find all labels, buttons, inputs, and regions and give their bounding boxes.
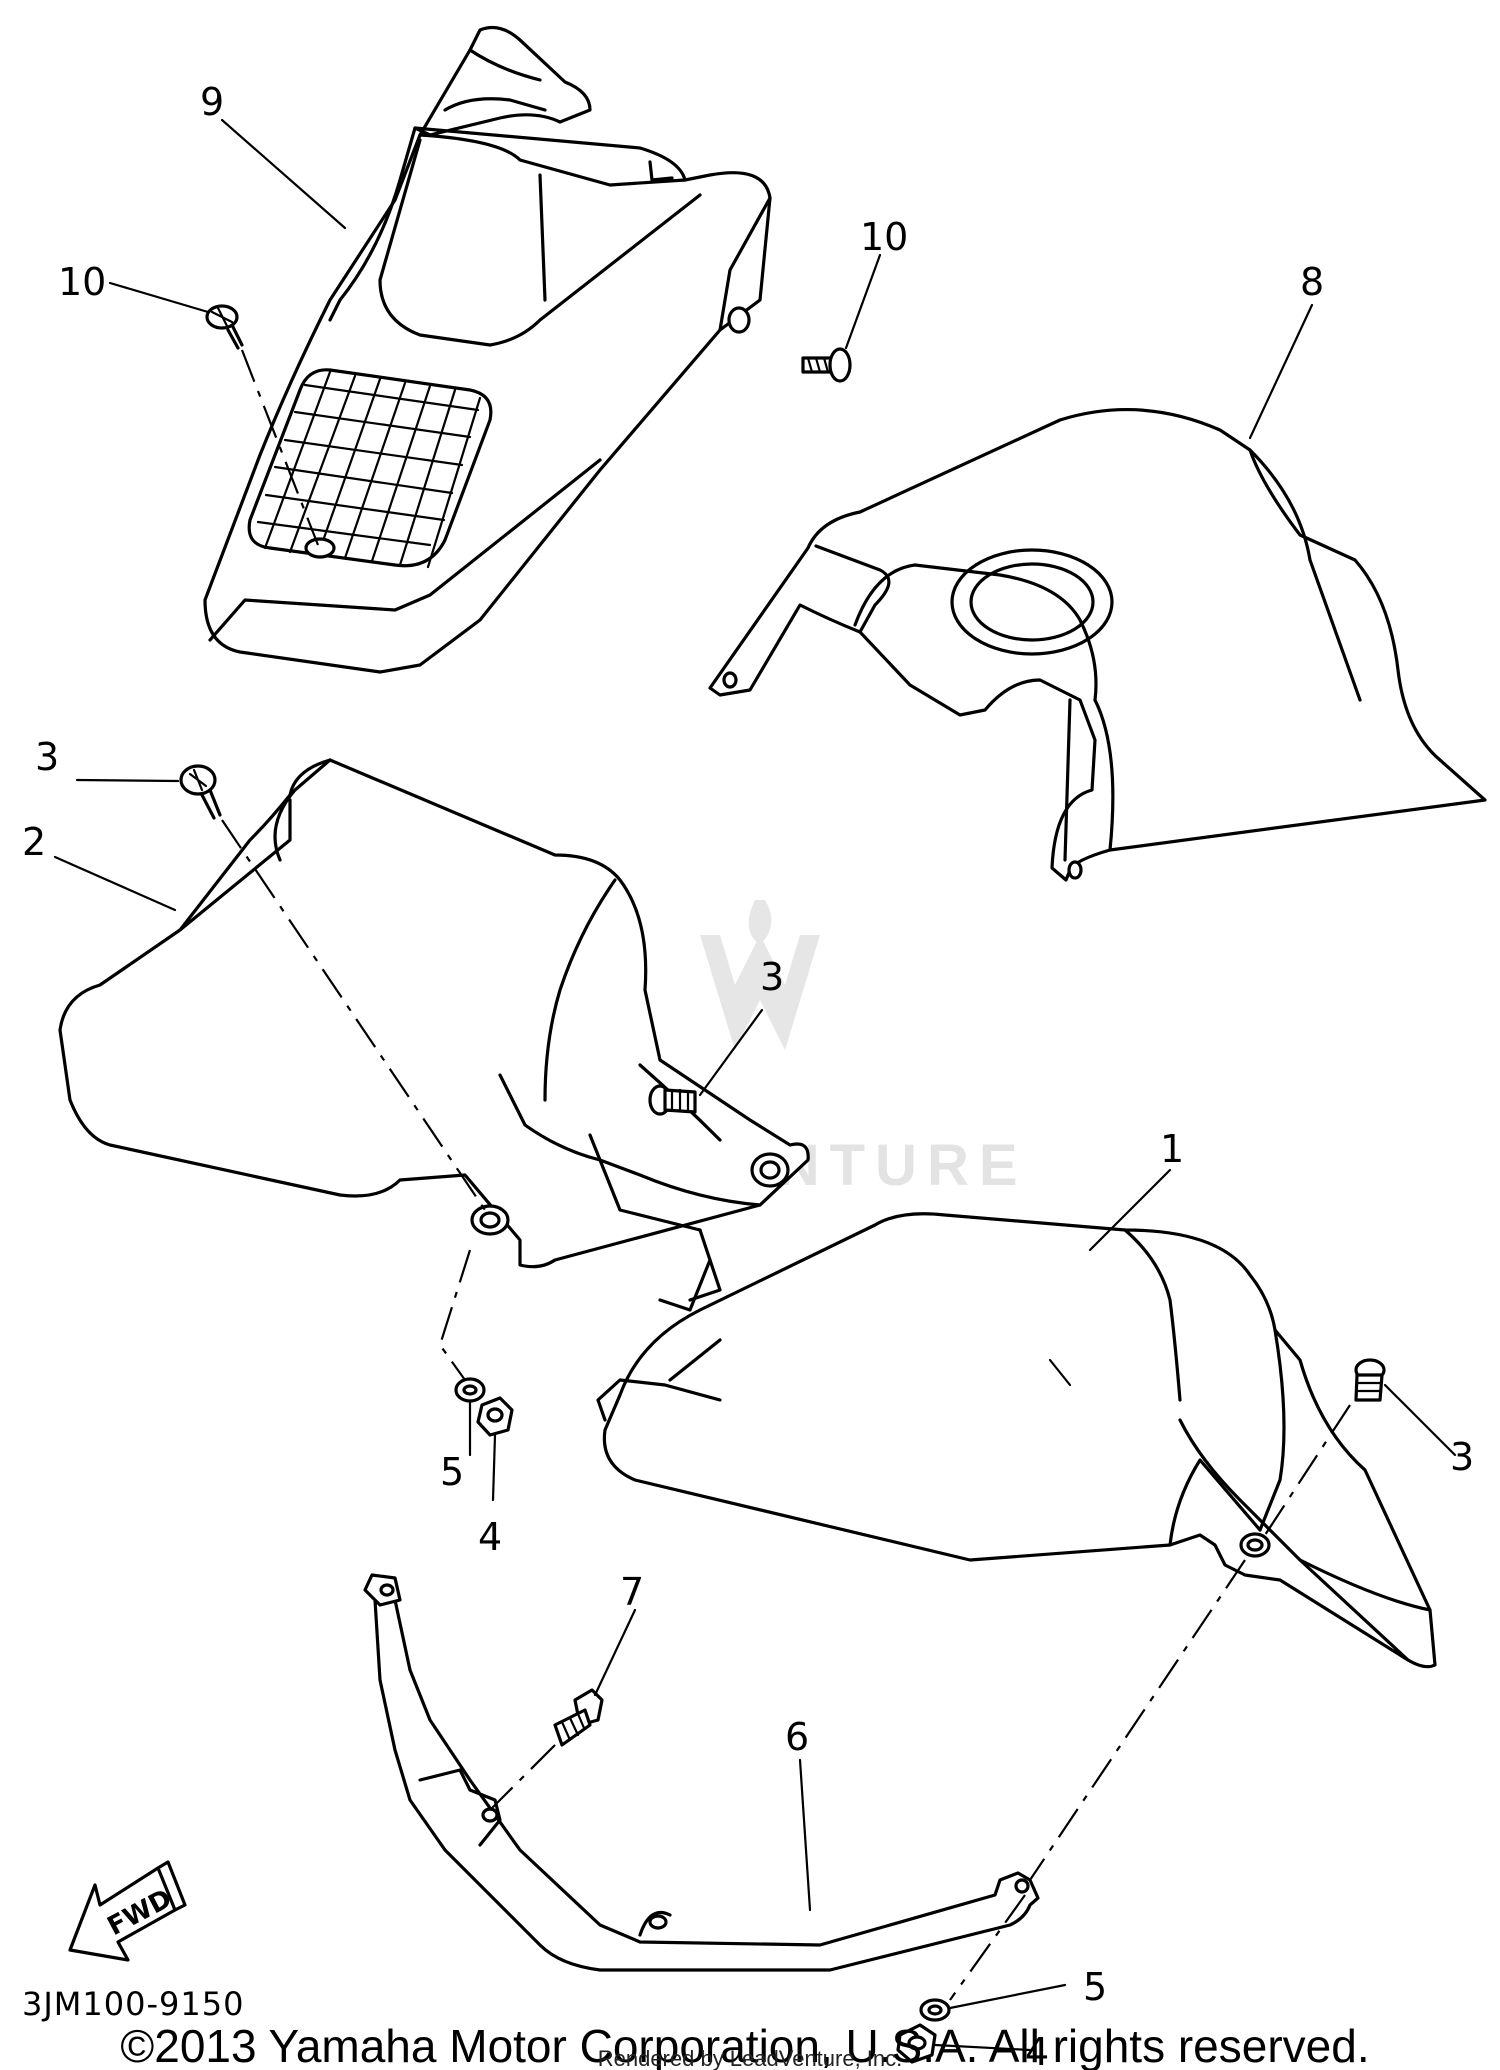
callout-9: 9: [200, 80, 224, 124]
callout-7: 7: [620, 1570, 644, 1614]
fwd-arrow: FWD: [68, 1860, 187, 1962]
callout-6: 6: [785, 1715, 809, 1759]
callout-5-left: 5: [440, 1450, 464, 1494]
leader-lines: [53, 118, 1457, 2052]
callout-4-left: 4: [478, 1515, 502, 1559]
screw-3-upper-left: [179, 764, 222, 820]
part-2-front-fender: [58, 758, 810, 1312]
washer-5-right: [919, 1998, 951, 2022]
screw-10-left: [205, 304, 244, 350]
callout-10-right: 10: [860, 215, 908, 259]
callout-8: 8: [1300, 260, 1324, 304]
callout-4-right: 4: [1025, 2030, 1049, 2070]
diagram-code: 3JM100-9150: [22, 1985, 244, 2023]
part-1-rear-fender: [596, 1212, 1437, 1669]
callout-3-middle: 3: [760, 955, 784, 999]
washer-5-left: [454, 1377, 486, 1403]
callout-10-left: 10: [58, 260, 106, 304]
screw-3-middle: [648, 1084, 697, 1116]
nut-4-right: [896, 2023, 937, 2064]
copyright-notice: ©2013 Yamaha Motor Corporation, U.S.A. A…: [120, 2020, 1369, 2070]
part-8-tank-cover: [708, 408, 1487, 882]
callouts: 9 10 10 8 3 2 3 1 3 5 4 7 6 5 4: [22, 80, 1474, 2070]
bolt-7: [553, 1688, 604, 1747]
part-6-stay-bracket: [363, 1573, 1040, 1972]
fwd-arrow-icon: [68, 1866, 177, 1962]
watermark-logo-icon: [700, 900, 820, 1050]
callout-3-upper-left: 3: [35, 735, 59, 779]
nut-4-left: [476, 1396, 514, 1437]
callout-2: 2: [22, 820, 46, 864]
part-9-front-cover: [203, 26, 772, 674]
callout-5-right: 5: [1083, 1965, 1107, 2009]
screw-10-right: [801, 347, 852, 383]
assembly-lines: [221, 349, 1351, 2001]
rendered-by: Rendered by LeadVenture, Inc.: [598, 2046, 903, 2070]
fasteners: [179, 304, 1386, 2064]
callout-1: 1: [1160, 1127, 1184, 1171]
callout-3-right: 3: [1450, 1435, 1474, 1479]
screw-3-right: [1354, 1358, 1386, 1402]
